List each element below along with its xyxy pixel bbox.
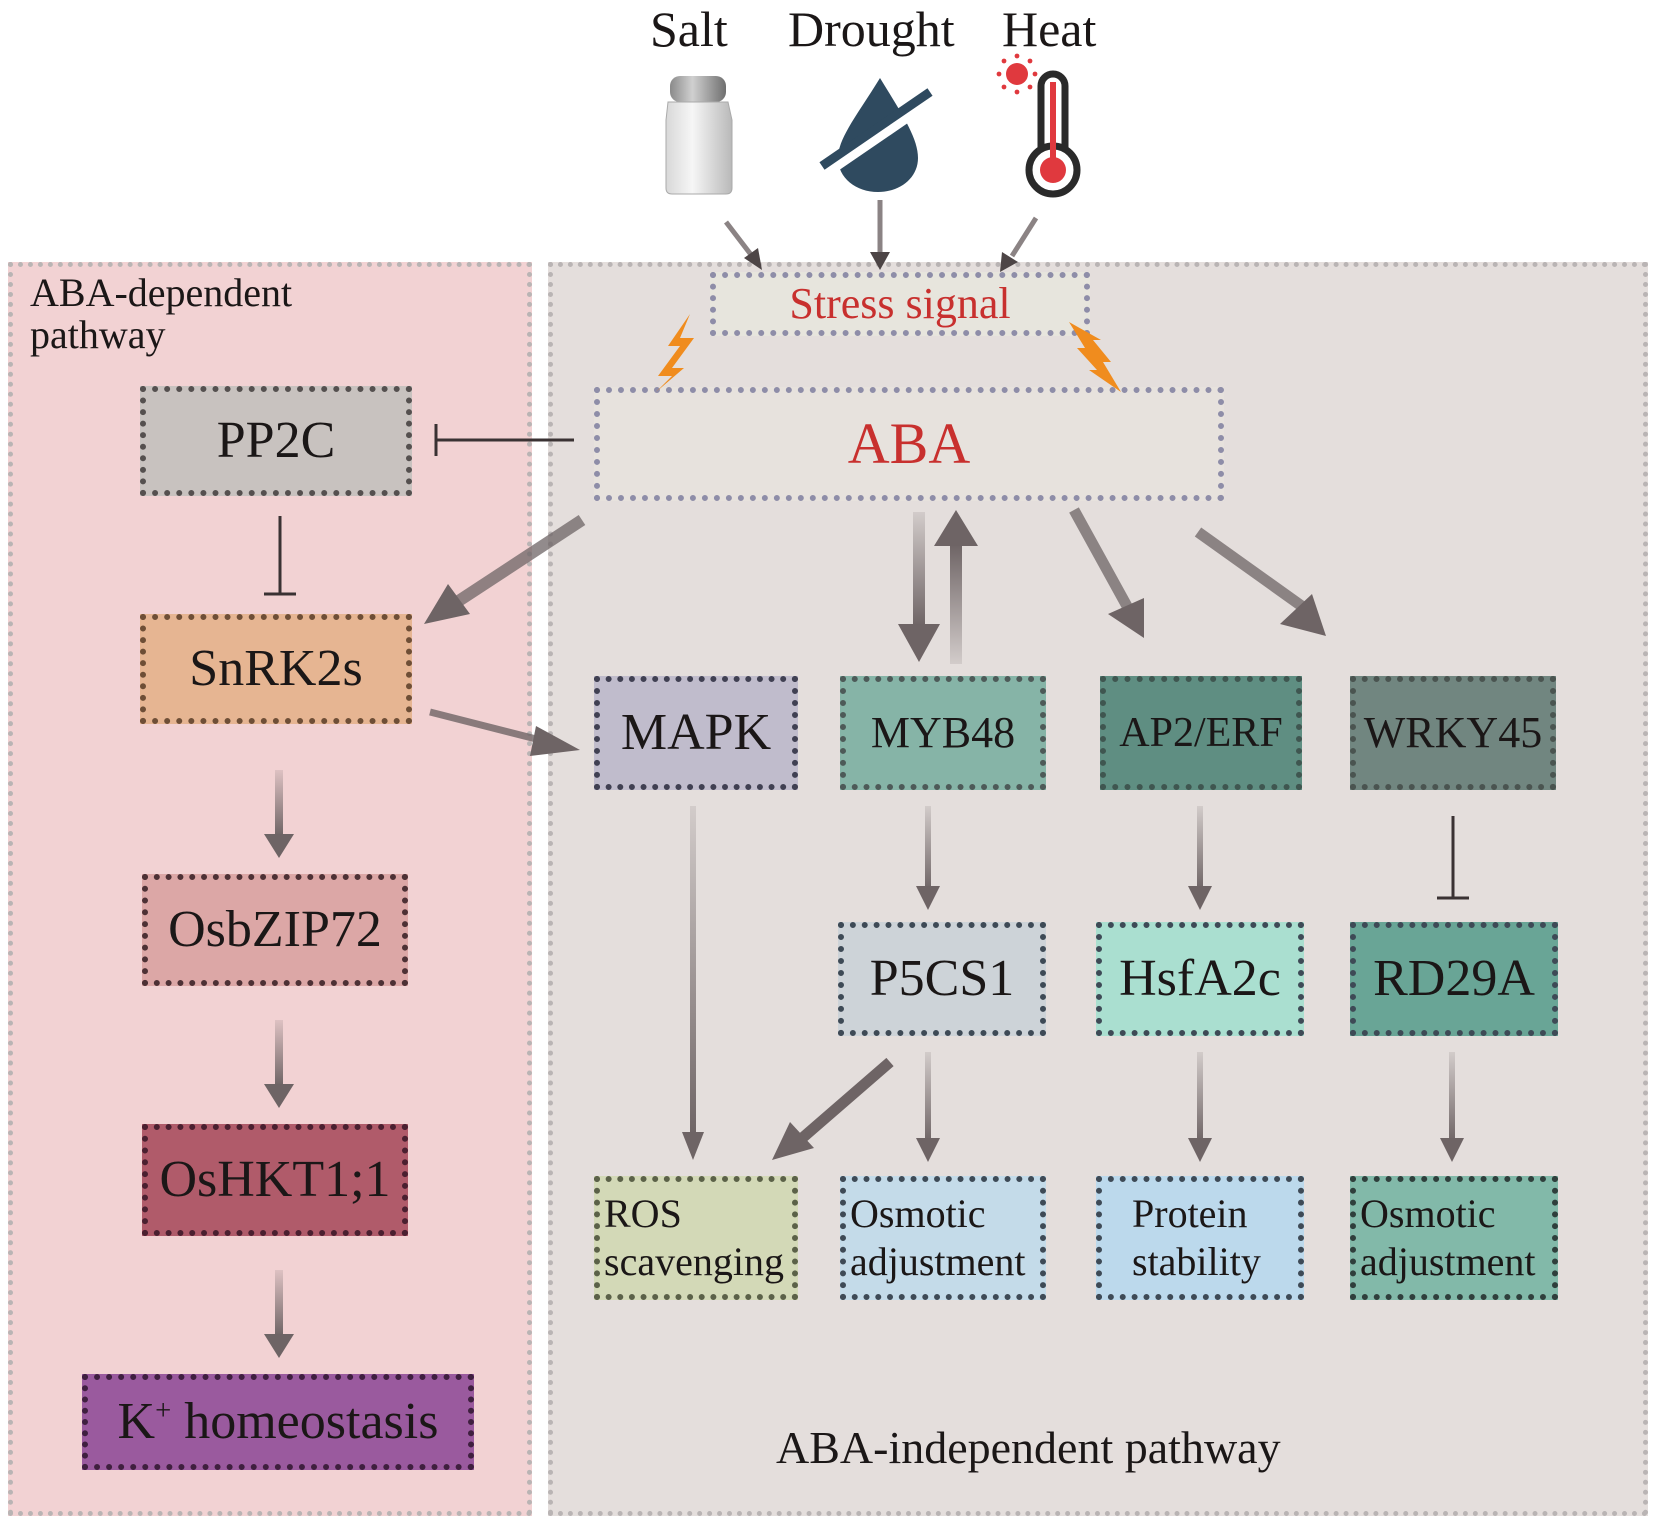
aba-dependent-label: ABA-dependent pathway [30,272,292,356]
ap2erf-node: AP2/ERF [1100,676,1302,790]
rd29a-label: RD29A [1373,950,1535,1007]
pp2c-node: PP2C [140,386,412,496]
mapk-label: MAPK [620,704,772,761]
hsfa2c-label: HsfA2c [1119,950,1281,1007]
outcome-line2: scavenging [604,1239,784,1284]
salt-shaker-icon [665,76,733,195]
p5cs1-node: P5CS1 [838,922,1046,1036]
aba-dependent-label-line2: pathway [30,312,166,357]
aba-dependent-label-line1: ABA-dependent [30,270,293,315]
no-water-drop-icon [819,78,936,192]
k-charge: + [155,1395,172,1427]
lightning-icon-left [656,314,694,392]
pp2c-label: PP2C [216,412,336,469]
stressor-label-heat: Heat [1002,1,1097,57]
outcome-line1: Osmotic [850,1191,986,1236]
rd29a-node: RD29A [1350,922,1558,1036]
osbzip72-node: OsbZIP72 [142,874,408,986]
stress-signal-node: Stress signal [710,272,1090,336]
wrky45-node: WRKY45 [1350,676,1556,790]
outcome-line2: adjustment [850,1239,1026,1284]
outcome-line1: Protein [1132,1191,1248,1236]
k-homeostasis-node: K+ homeostasis [82,1374,474,1470]
k-homeostasis-label: K+ homeostasis [118,1396,439,1448]
outcome-line1: ROS [604,1191,682,1236]
outcome-line2: adjustment [1360,1239,1536,1284]
hsfa2c-node: HsfA2c [1096,922,1304,1036]
osbzip72-label: OsbZIP72 [168,901,382,958]
lightning-icon-right [1069,322,1121,392]
myb48-node: MYB48 [840,676,1046,790]
snrk2s-node: SnRK2s [140,614,412,724]
outcome-line2: stability [1132,1239,1261,1284]
aba-independent-label: ABA-independent pathway [776,1422,1281,1473]
aba-node: ABA [594,387,1224,501]
stressor-label-drought: Drought [788,1,955,57]
p5cs1-label: P5CS1 [869,950,1015,1007]
homeostasis-text: homeostasis [171,1393,439,1450]
myb48-label: MYB48 [870,708,1016,757]
k-symbol: K [117,1393,156,1450]
snrk2s-label: SnRK2s [189,640,363,697]
stress-signal-label: Stress signal [789,279,1011,328]
stressor-label-salt: Salt [650,1,728,57]
oshkt1-label: OsHKT1;1 [159,1151,391,1208]
thermometer-sun-icon [996,53,1081,198]
mapk-node: MAPK [594,676,798,790]
arrow-drought-to-stress [870,200,890,270]
outcome-line1: Osmotic [1360,1191,1496,1236]
wrky45-label: WRKY45 [1363,708,1543,757]
ap2erf-label: AP2/ERF [1119,710,1283,756]
oshkt1-node: OsHKT1;1 [142,1124,408,1236]
aba-label: ABA [847,411,971,476]
